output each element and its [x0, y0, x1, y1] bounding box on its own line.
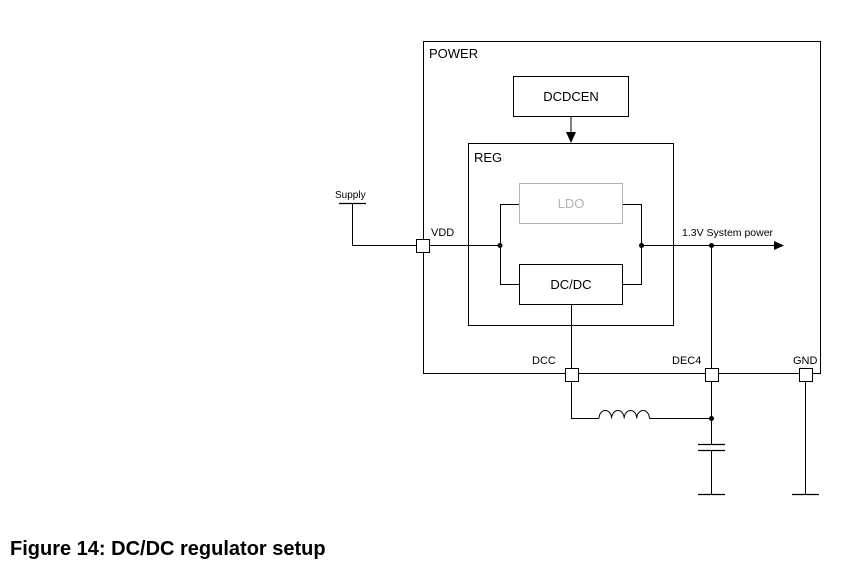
system-power-label: 1.3V System power	[682, 227, 774, 239]
dec4-pin	[705, 368, 719, 382]
reg-label: REG	[474, 150, 502, 165]
dcdc-block	[519, 264, 623, 305]
supply-label: Supply	[335, 190, 366, 201]
power-label: POWER	[429, 46, 478, 61]
gnd-pin	[799, 368, 813, 382]
dec4-label: DEC4	[672, 355, 701, 367]
dcc-external-wire	[571, 382, 599, 419]
dcc-pin	[565, 368, 579, 382]
input-split-wire	[500, 204, 519, 285]
dcdcen-block	[513, 76, 629, 117]
arrow-right-icon	[774, 241, 784, 250]
arrow-down-icon	[566, 132, 576, 143]
gnd-label: GND	[793, 355, 818, 367]
power-block	[423, 41, 821, 374]
vdd-label: VDD	[431, 227, 454, 239]
dcdc-label: DC/DC	[550, 277, 591, 292]
supply-wire	[352, 203, 416, 246]
figure-caption: Figure 14: DC/DC regulator setup	[10, 538, 326, 560]
ldo-block	[519, 183, 623, 224]
dcc-label: DCC	[532, 355, 556, 367]
ldo-label: LDO	[558, 196, 585, 211]
inductor-icon	[598, 410, 650, 419]
dcdcen-label: DCDCEN	[543, 89, 599, 104]
reg-block	[468, 143, 674, 326]
vdd-pin	[416, 239, 430, 253]
output-merge-wire	[623, 204, 642, 285]
